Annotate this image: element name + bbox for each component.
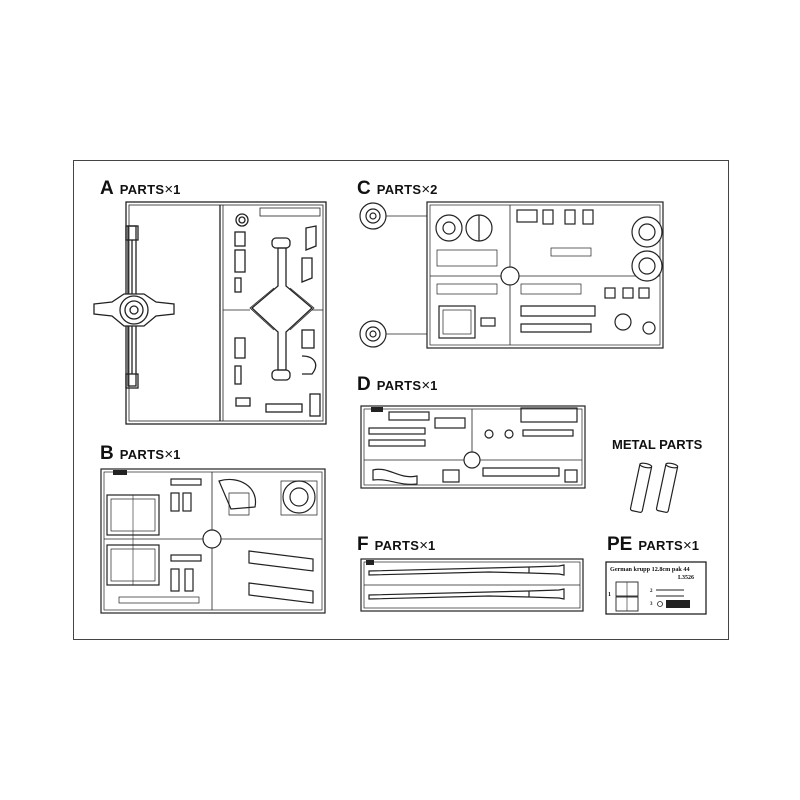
- quantity: 1: [173, 182, 181, 197]
- multiply-sign: ×: [164, 181, 174, 198]
- sprue-d-drawing: [360, 405, 586, 489]
- metal-parts-title: METAL PARTS: [612, 437, 703, 452]
- parts-word: PARTS: [638, 538, 683, 553]
- sprue-f-drawing: [360, 558, 584, 612]
- multiply-sign: ×: [682, 537, 692, 554]
- sprue-letter: B: [100, 443, 114, 464]
- sprue-c-drawing: [359, 201, 664, 349]
- sprue-letter: C: [357, 178, 371, 199]
- pe-fret-drawing: German krupp 12.8cm pak 44 L3526 1 2 3: [605, 561, 707, 615]
- quantity: 1: [173, 447, 181, 462]
- pe-part-number: 2: [650, 589, 653, 594]
- multiply-sign: ×: [421, 181, 431, 198]
- sprue-a-drawing: [93, 201, 327, 425]
- quantity: 1: [430, 378, 438, 393]
- sprue-b-drawing: [100, 468, 326, 614]
- sprue-letter: F: [357, 534, 369, 555]
- parts-word: PARTS: [376, 182, 422, 197]
- quantity: 2: [430, 182, 438, 197]
- pe-fret-title: German krupp 12.8cm pak 44: [610, 566, 690, 573]
- multiply-sign: ×: [164, 446, 174, 463]
- multiply-sign: ×: [419, 537, 428, 554]
- pe-part-number: 1: [608, 592, 611, 598]
- metal-tubes-drawing: [629, 462, 679, 513]
- parts-sheet-frame: [73, 160, 729, 640]
- parts-word: PARTS: [119, 447, 165, 462]
- multiply-sign: ×: [421, 377, 431, 394]
- sprue-d-label: D PARTS×1: [357, 374, 437, 396]
- sprue-pe-label: PE PARTS×1: [607, 534, 699, 556]
- quantity: 1: [691, 538, 699, 553]
- sprue-letter: PE: [607, 534, 633, 555]
- parts-word: PARTS: [376, 378, 422, 393]
- pe-part-number: 3: [650, 602, 653, 607]
- sprue-b-label: B PARTS×1: [100, 443, 180, 465]
- sprue-letter: A: [100, 178, 114, 199]
- parts-word: PARTS: [119, 182, 165, 197]
- sprue-f-label: F PARTS×1: [357, 534, 435, 556]
- pe-fret-code: L3526: [678, 575, 694, 581]
- parts-word: PARTS: [374, 538, 420, 553]
- pe-logo: [666, 600, 690, 608]
- sprue-letter: D: [357, 374, 371, 395]
- quantity: 1: [427, 538, 436, 553]
- sprue-a-label: A PARTS×1: [100, 178, 180, 200]
- sprue-c-label: C PARTS×2: [357, 178, 437, 200]
